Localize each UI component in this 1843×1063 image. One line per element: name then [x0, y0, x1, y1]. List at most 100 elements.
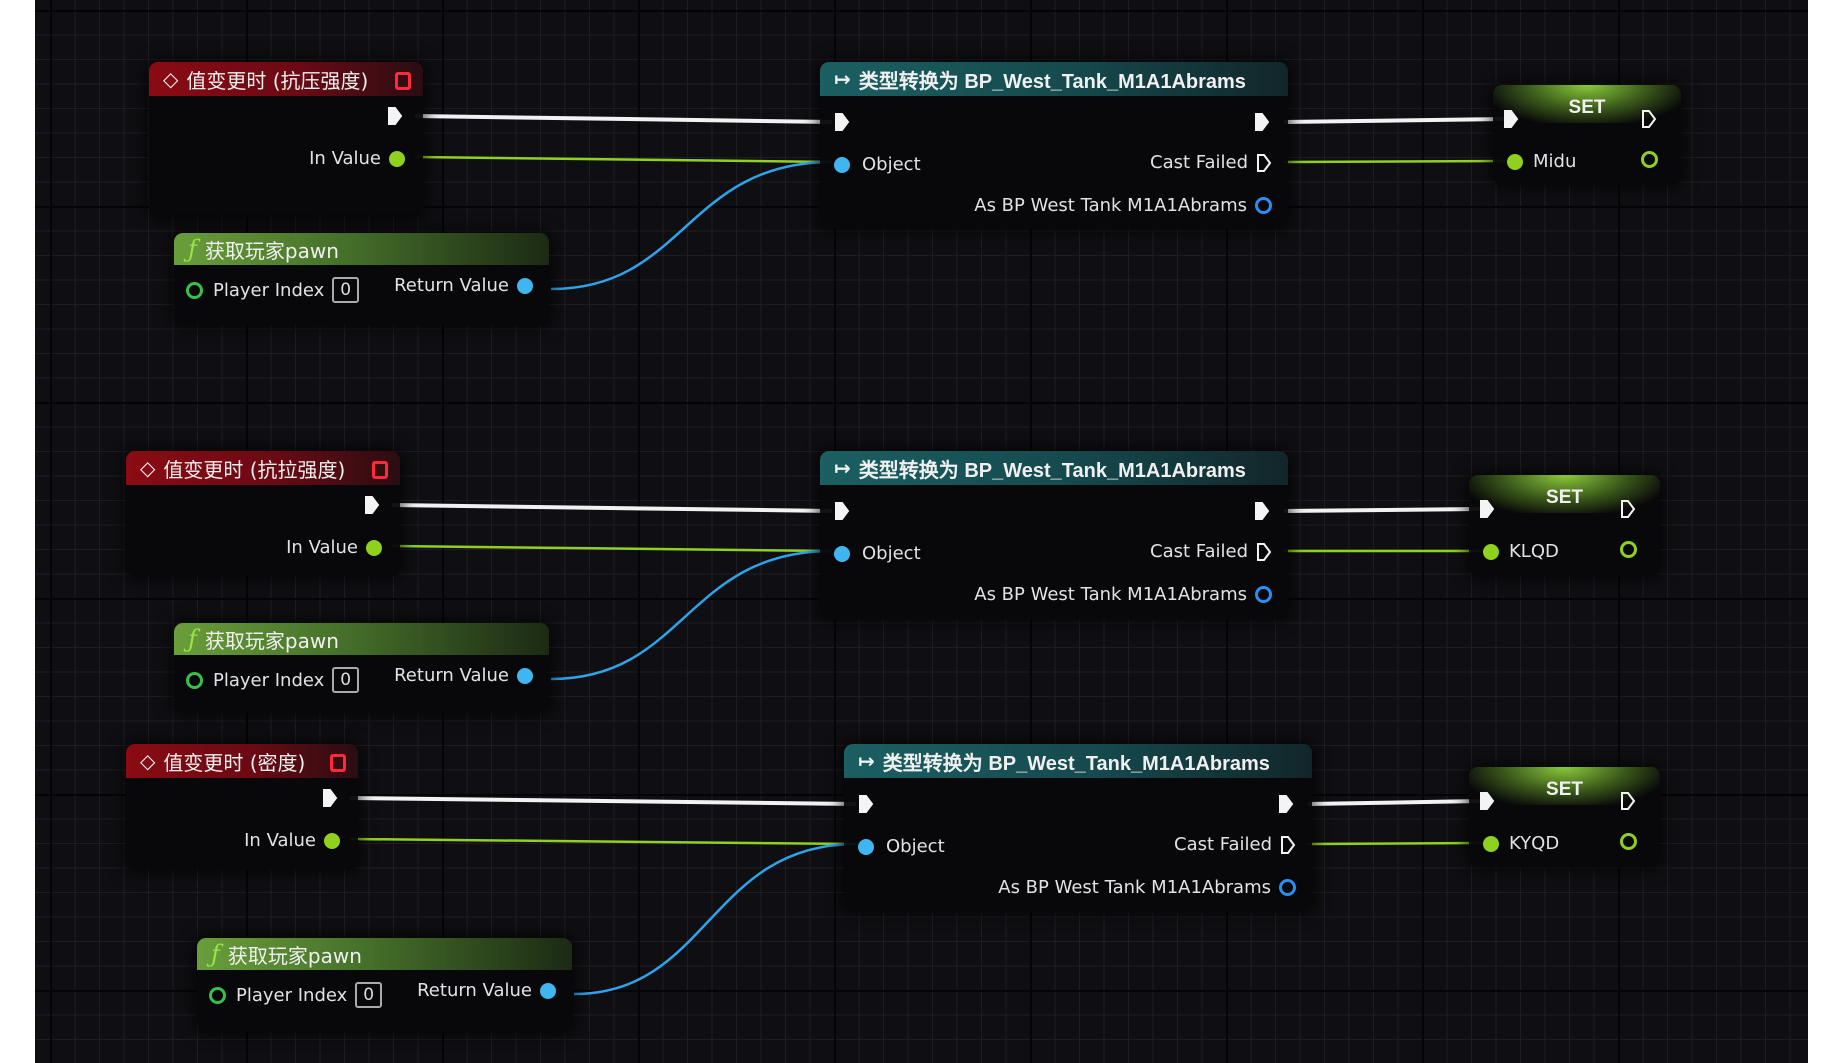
cast-failed-pin[interactable] [1256, 153, 1272, 173]
exec-out-pin[interactable] [322, 788, 338, 808]
cast-as-row: As BP West Tank M1A1Abrams [974, 584, 1272, 605]
cast-failed-label: Cast Failed [1150, 152, 1248, 173]
set-var-row: KLQD [1483, 541, 1559, 562]
event-exec-out-row [364, 495, 380, 515]
set-var-in-pin[interactable] [1483, 835, 1499, 852]
set-exec-in-pin[interactable] [1479, 791, 1495, 811]
exec-out-pin[interactable] [387, 106, 403, 126]
player-index-label: Player Index [236, 984, 348, 1006]
set-variable-node[interactable]: SET Midu [1493, 85, 1681, 185]
in-value-pin[interactable] [324, 832, 340, 849]
object-pin[interactable] [834, 156, 850, 173]
set-var-out-pin[interactable] [1620, 833, 1637, 850]
event-diamond-icon: ◇ [163, 67, 179, 91]
set-node-header[interactable]: SET [1469, 475, 1660, 513]
set-exec-in-pin[interactable] [1503, 109, 1519, 129]
event-diamond-icon: ◇ [140, 749, 156, 773]
event-exec-out-row [387, 106, 403, 126]
cast-node-header[interactable]: ↦类型转换为 BP_West_Tank_M1A1Abrams [820, 62, 1288, 96]
event-node-title: 值变更时 (密度) [163, 750, 306, 775]
event-diamond-icon: ◇ [140, 456, 156, 480]
object-label: Object [862, 543, 921, 564]
set-var-out-row [1620, 833, 1637, 850]
cast-exec-in-pin[interactable] [834, 112, 850, 132]
set-node-header[interactable]: SET [1469, 767, 1660, 805]
set-var-in-pin[interactable] [1483, 543, 1499, 560]
cast-exec-out-pin[interactable] [1278, 794, 1294, 814]
cast-as-row: As BP West Tank M1A1Abrams [974, 195, 1272, 216]
cast-failed-pin[interactable] [1256, 542, 1272, 562]
cast-exec-out-pin[interactable] [1254, 501, 1270, 521]
cast-node-header[interactable]: ↦类型转换为 BP_West_Tank_M1A1Abrams [820, 451, 1288, 485]
event-node-header[interactable]: ◇值变更时 (抗拉强度) [126, 451, 400, 485]
cast-exec-in-pin[interactable] [834, 501, 850, 521]
set-var-row: Midu [1507, 151, 1576, 172]
set-exec-in-row [1479, 791, 1495, 811]
set-node-header[interactable]: SET [1493, 85, 1681, 123]
event-node-title: 值变更时 (抗压强度) [186, 68, 369, 93]
object-pin[interactable] [834, 545, 850, 562]
cast-failed-pin[interactable] [1280, 835, 1296, 855]
player-index-input[interactable]: 0 [355, 982, 383, 1008]
return-value-label: Return Value [394, 275, 509, 296]
set-var-label: KYQD [1509, 833, 1560, 854]
event-node-value-changed[interactable]: ◇值变更时 (抗压强度)In Value [149, 62, 423, 217]
event-node-header[interactable]: ◇ 值变更时 (密度) [126, 744, 358, 778]
set-node-title: SET [1546, 487, 1583, 508]
player-index-label: Player Index [213, 279, 325, 301]
player-index-pin[interactable] [186, 671, 203, 689]
delegate-pin-icon[interactable] [330, 754, 346, 772]
return-value-pin[interactable] [517, 277, 533, 294]
cast-failed-label: Cast Failed [1150, 541, 1248, 562]
event-node-header[interactable]: ◇ 值变更时 (抗压强度) [149, 62, 423, 96]
player-index-pin[interactable] [209, 986, 226, 1004]
set-var-out-pin[interactable] [1620, 541, 1637, 558]
set-exec-out-row [1641, 109, 1657, 129]
as-object-label: As BP West Tank M1A1Abrams [974, 584, 1247, 605]
set-node-title: SET [1568, 97, 1606, 118]
set-exec-in-pin[interactable] [1479, 499, 1495, 519]
event-node-value-changed[interactable]: ◇值变更时 (密度)In Value [126, 744, 358, 870]
event-node-value-changed[interactable]: ◇值变更时 (抗拉强度)In Value [126, 451, 400, 576]
cast-node-title: 类型转换为 BP_West_Tank_M1A1Abrams [858, 459, 1246, 482]
as-object-pin[interactable] [1279, 879, 1296, 896]
set-variable-node[interactable]: SET KLQD [1469, 475, 1660, 576]
set-variable-node[interactable]: SET KYQD [1469, 767, 1660, 867]
set-exec-out-pin[interactable] [1620, 499, 1636, 519]
in-value-pin[interactable] [366, 539, 382, 556]
as-object-pin[interactable] [1255, 586, 1272, 603]
set-node-title: SET [1546, 779, 1583, 800]
set-var-out-pin[interactable] [1641, 151, 1658, 168]
set-exec-out-pin[interactable] [1641, 109, 1657, 129]
cast-exec-in-row [858, 794, 874, 814]
as-object-label: As BP West Tank M1A1Abrams [998, 877, 1271, 898]
return-value-pin[interactable] [517, 667, 533, 684]
return-value-pin[interactable] [540, 982, 556, 999]
set-exec-out-pin[interactable] [1620, 791, 1636, 811]
object-pin[interactable] [858, 838, 874, 855]
player-index-input[interactable]: 0 [332, 277, 360, 303]
function-node-title: 获取玩家pawn [204, 238, 339, 263]
set-var-label: KLQD [1509, 541, 1559, 562]
as-object-pin[interactable] [1255, 197, 1272, 214]
in-value-pin[interactable] [389, 150, 405, 167]
delegate-pin-icon[interactable] [372, 461, 388, 479]
cast-node-header[interactable]: ↦类型转换为 BP_West_Tank_M1A1Abrams [844, 744, 1312, 778]
player-index-input[interactable]: 0 [332, 667, 360, 693]
cast-exec-in-pin[interactable] [858, 794, 874, 814]
cast-exec-out-pin[interactable] [1254, 112, 1270, 132]
player-index-row: Player Index 0 [209, 982, 383, 1008]
delegate-pin-icon[interactable] [395, 72, 411, 90]
exec-out-pin[interactable] [364, 495, 380, 515]
player-index-pin[interactable] [186, 281, 203, 299]
set-var-in-pin[interactable] [1507, 153, 1523, 170]
